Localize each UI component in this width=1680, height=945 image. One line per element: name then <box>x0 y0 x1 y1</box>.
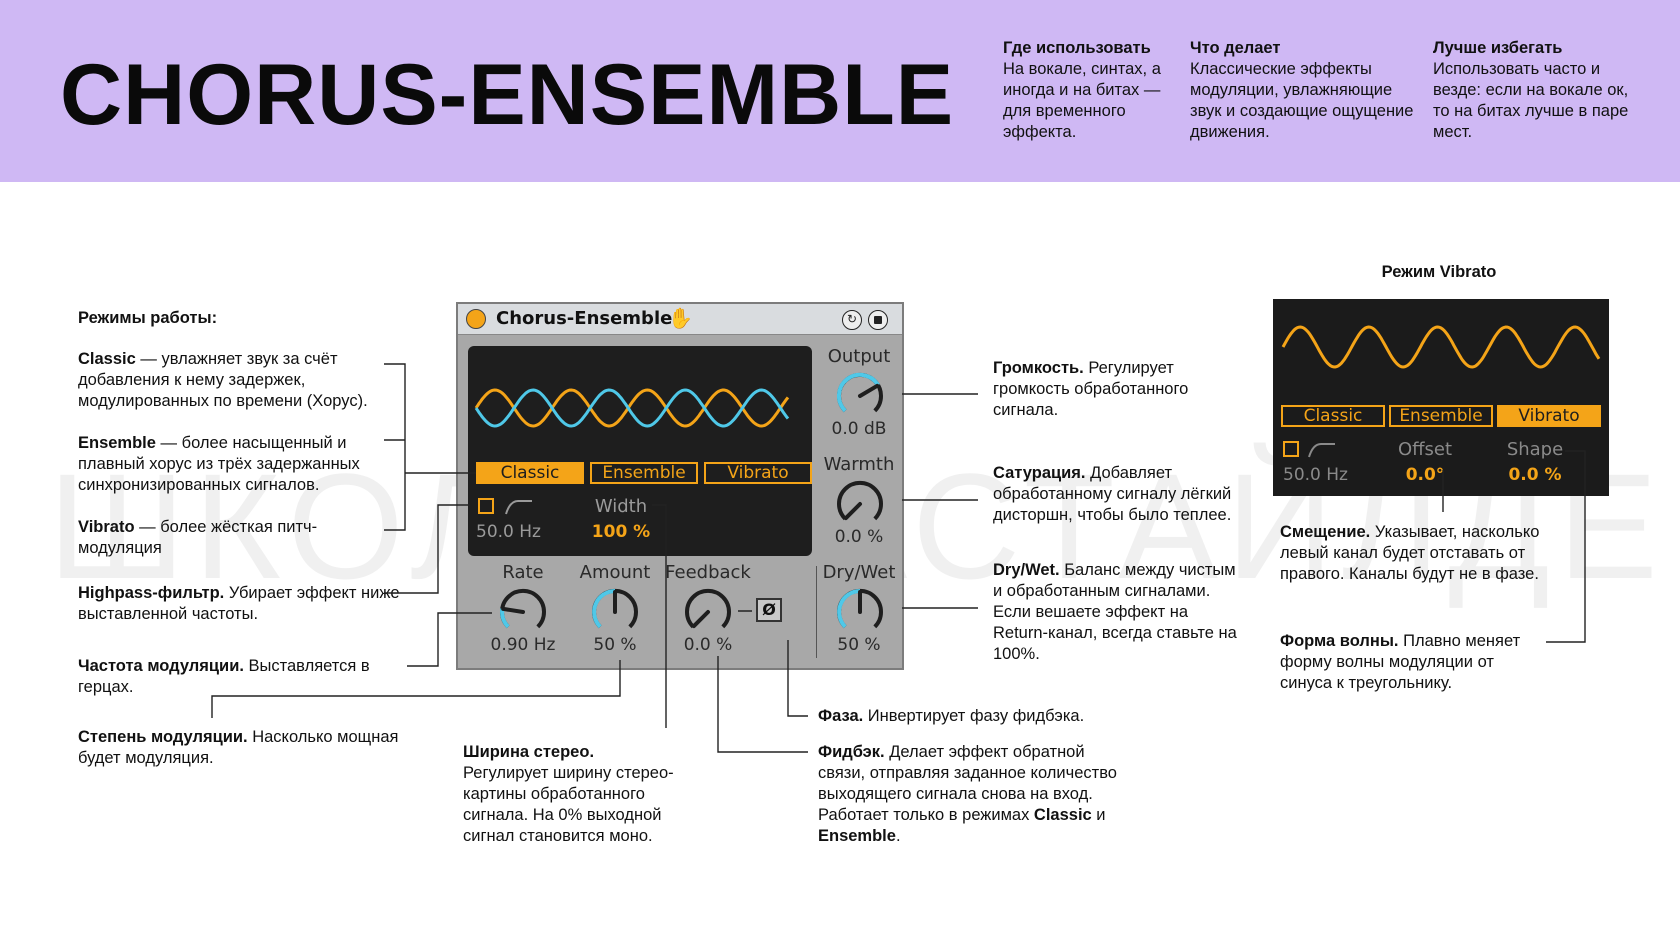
drywet-knob[interactable] <box>834 586 886 638</box>
where-to-use-title: Где использовать <box>1003 39 1151 57</box>
phase-connector <box>738 610 752 612</box>
note-feedback: Фидбэк. Делает эффект обратной связи, от… <box>818 743 1117 845</box>
note-vibrato: Vibrato — более жёсткая питч-модуляция <box>78 518 318 557</box>
hot-swap-icon[interactable]: ↻ <box>842 310 862 330</box>
rate-value: 0.90 Hz <box>490 635 556 655</box>
offset-value[interactable]: 0.0° <box>1405 465 1445 485</box>
vibrato-panel-mode-ensemble[interactable]: Ensemble <box>1389 405 1493 427</box>
highpass-curve-icon <box>505 500 532 515</box>
vibrato-waveform <box>1281 325 1601 369</box>
highpass-toggle[interactable] <box>478 498 494 514</box>
mode-button-classic[interactable]: Classic <box>476 462 584 484</box>
connector-feedback <box>717 656 808 753</box>
amount-knob[interactable] <box>589 586 641 638</box>
avoid-text: Использовать часто и везде: если на вока… <box>1433 60 1629 141</box>
wave-left-channel <box>474 388 790 428</box>
section-divider <box>816 566 817 658</box>
note-shape: Форма волны. Плавно меняет форму волны м… <box>1280 632 1521 692</box>
amount-value: 50 % <box>593 635 637 655</box>
page-title: CHORUS-ENSEMBLE <box>60 47 955 143</box>
hand-icon: ✋ <box>668 308 693 330</box>
modes-title: Режимы работы: <box>78 309 218 327</box>
mode-button-ensemble[interactable]: Ensemble <box>590 462 698 484</box>
width-label: Width <box>594 496 648 517</box>
amount-label: Amount <box>579 562 651 583</box>
vibrato-highpass-toggle[interactable] <box>1283 441 1299 457</box>
vibrato-panel-mode-vibrato[interactable]: Vibrato <box>1497 405 1601 427</box>
vibrato-mode-panel: Classic Ensemble Vibrato 50.0 Hz Offset … <box>1273 299 1609 496</box>
vibrato-panel-mode-classic[interactable]: Classic <box>1281 405 1385 427</box>
chorus-ensemble-device: Chorus-Ensemble ✋ ↻ Classic Ensemble Vib… <box>456 302 904 670</box>
where-to-use-text: На вокале, синтах, а иногда и на битах —… <box>1003 60 1161 141</box>
vibrato-panel-title: Режим Vibrato <box>1381 263 1497 281</box>
device-power-button[interactable] <box>466 309 486 329</box>
note-offset: Смещение. Указывает, насколько левый кан… <box>1280 523 1540 583</box>
vibrato-highpass-curve-icon <box>1308 443 1335 458</box>
warmth-label: Warmth <box>823 454 895 475</box>
what-it-does-column: Что делает Классические эффекты модуляци… <box>1190 38 1415 143</box>
where-to-use-column: Где использовать На вокале, синтах, а ин… <box>1003 38 1168 143</box>
phase-invert-button[interactable]: Ø <box>756 598 782 622</box>
note-phase: Фаза. Инвертирует фазу фидбэка. <box>818 707 1085 725</box>
note-drywet: Dry/Wet. Баланс между чистым и обработан… <box>993 561 1237 663</box>
wave-right-channel <box>474 388 790 428</box>
note-ensemble: Ensemble — более насыщенный и плавный хо… <box>78 434 360 494</box>
rate-label: Rate <box>502 562 544 583</box>
device-title-bar: Chorus-Ensemble ✋ ↻ <box>458 304 902 335</box>
rate-knob[interactable] <box>497 586 549 638</box>
note-classic: Classic — увлажняет звук за счёт добавле… <box>78 350 368 410</box>
vibrato-highpass-frequency[interactable]: 50.0 Hz <box>1283 465 1348 485</box>
avoid-column: Лучше избегать Использовать часто и везд… <box>1433 38 1648 143</box>
drywet-label: Dry/Wet <box>822 562 896 583</box>
drywet-value: 50 % <box>837 635 881 655</box>
mode-button-vibrato[interactable]: Vibrato <box>704 462 812 484</box>
save-preset-icon[interactable] <box>868 310 888 330</box>
vibrato-wave <box>1281 325 1601 369</box>
what-it-does-title: Что делает <box>1190 39 1281 57</box>
feedback-value: 0.0 % <box>683 635 733 655</box>
note-saturation: Сатурация. Добавляет обработанному сигна… <box>993 464 1232 524</box>
warmth-value: 0.0 % <box>834 527 884 547</box>
modulation-waveform <box>474 388 790 428</box>
wave-display: Classic Ensemble Vibrato 50.0 Hz Width 1… <box>468 346 812 556</box>
note-volume: Громкость. Регулирует громкость обработа… <box>993 359 1189 419</box>
header-banner <box>0 0 1680 182</box>
note-width: Ширина стерео.Регулирует ширину стерео-к… <box>463 743 674 845</box>
output-label: Output <box>827 346 891 367</box>
offset-label: Offset <box>1397 439 1453 460</box>
device-title: Chorus-Ensemble <box>496 308 673 329</box>
note-highpass: Highpass-фильтр. Убирает эффект ниже выс… <box>78 584 400 623</box>
note-rate: Частота модуляции. Выставляется в герцах… <box>78 657 370 696</box>
highpass-frequency[interactable]: 50.0 Hz <box>476 522 541 542</box>
what-it-does-text: Классические эффекты модуляции, увлажняю… <box>1190 60 1414 141</box>
note-amount: Степень модуляции. Насколько мощная буде… <box>78 728 399 767</box>
shape-value[interactable]: 0.0 % <box>1508 465 1562 485</box>
output-knob[interactable] <box>834 370 886 422</box>
feedback-knob[interactable] <box>682 586 734 638</box>
avoid-title: Лучше избегать <box>1433 39 1563 57</box>
width-value[interactable]: 100 % <box>591 522 651 542</box>
warmth-knob[interactable] <box>834 478 886 530</box>
feedback-label: Feedback <box>665 562 751 583</box>
output-value: 0.0 dB <box>831 419 887 439</box>
shape-label: Shape <box>1506 439 1564 460</box>
